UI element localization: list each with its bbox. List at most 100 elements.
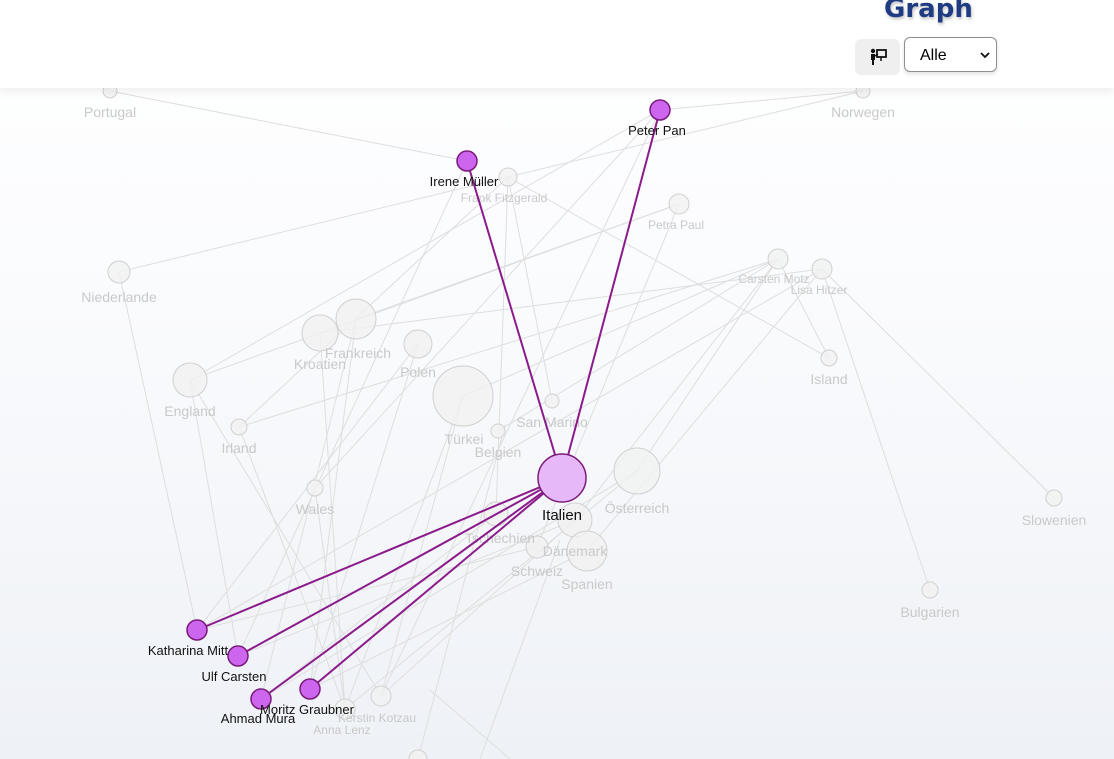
node-label-petra-paul: Petra Paul (648, 218, 704, 232)
node-label-anna-lenz: Anna Lenz (313, 723, 370, 737)
node-offscreen[interactable] (408, 749, 428, 759)
node-label-tschechien: Tschechien (465, 530, 535, 546)
node-ulf-carsten[interactable] (227, 645, 249, 667)
faded-edge-irene-mueller-ulf-carsten (237, 160, 468, 657)
node-carsten-motz[interactable] (767, 248, 789, 270)
node-polen[interactable] (403, 329, 433, 359)
node-lisa-hitzer[interactable] (811, 258, 833, 280)
node-label-ahmad-mura: Ahmad Mura (221, 711, 296, 726)
node-label-england: England (164, 403, 215, 419)
active-edge-peter-pan (561, 109, 661, 479)
active-edge-ulf-carsten (237, 477, 563, 657)
faded-edge-oesterreich-carsten-motz (636, 258, 779, 472)
node-label-italien: Italien (542, 507, 582, 524)
node-label-carsten-motz: Carsten Motz (738, 272, 809, 286)
faded-edge-frank-fitzgerald-san-marino (507, 176, 553, 402)
faded-edge-england-peter-pan (189, 109, 661, 381)
node-label-kroatien: Kroatien (294, 356, 346, 372)
faded-edge-irland-frank-fitzgerald (238, 176, 509, 428)
faded-edge-england-ulf-carsten (189, 379, 239, 657)
faded-edge-norwegen-peter-pan (659, 90, 864, 111)
header-bar: Graph Alle (0, 0, 1114, 88)
active-edge-irene-mueller (466, 160, 563, 479)
node-irene-mueller[interactable] (456, 150, 478, 172)
node-san-marino[interactable] (544, 393, 560, 409)
node-label-norwegen: Norwegen (831, 104, 895, 120)
node-tuerkei[interactable] (432, 365, 494, 427)
node-label-ulf-carsten: Ulf Carsten (201, 669, 266, 684)
faded-edge-lisa-hitzer-spanien (586, 268, 823, 552)
faded-nodes (102, 83, 1063, 759)
node-label-bulgarien: Bulgarien (900, 604, 959, 620)
faded-edge-lisa-hitzer-bulgarien (821, 268, 931, 591)
node-ahmad-mura[interactable] (250, 688, 272, 710)
node-label-kerstin-kotzau: Kerstin Kotzau (338, 711, 416, 725)
filter-select-value: Alle (920, 47, 947, 64)
node-label-irene-mueller: Irene Müller (430, 174, 499, 189)
faded-edge-carsten-motz-daenemark (574, 258, 779, 521)
faded-edge-wales-peter-pan (314, 109, 661, 489)
filter-select[interactable]: Alle (904, 37, 997, 72)
node-label-moritz-graubner: Moritz Graubner (260, 702, 355, 717)
faded-edge-lisa-hitzer-katharina-mitt (196, 268, 823, 631)
node-label-schweiz: Schweiz (511, 563, 563, 579)
node-label-slowenien: Slowenien (1022, 512, 1087, 528)
active-edge-ahmad-mura (260, 477, 563, 700)
node-label-san-marino: San Marino (516, 414, 588, 430)
node-island[interactable] (820, 349, 838, 367)
node-spanien[interactable] (566, 530, 608, 572)
node-schweiz[interactable] (525, 535, 549, 559)
filter-person-button[interactable] (855, 39, 900, 75)
node-peter-pan[interactable] (649, 99, 671, 121)
node-label-frank-fitzgerald: Frank Fitzgerald (461, 191, 548, 205)
faded-edge-carsten-motz-island (777, 258, 830, 359)
faded-edge-tuerkei-kerstin-kotzau (380, 395, 464, 697)
node-label-daenemark: Dänemark (543, 543, 609, 559)
person-board-icon (870, 48, 887, 65)
faded-edge (417, 424, 506, 759)
faded-edge-kroatien-lisa-hitzer (319, 268, 823, 334)
node-niederlande[interactable] (107, 260, 131, 284)
active-edge-katharina-mitt (196, 477, 563, 631)
node-frank-fitzgerald[interactable] (498, 167, 518, 187)
active-nodes (186, 99, 671, 710)
node-katharina-mitt[interactable] (186, 619, 208, 641)
node-irland[interactable] (230, 418, 248, 436)
node-label-wales: Wales (296, 501, 334, 517)
node-kerstin-kotzau[interactable] (370, 685, 392, 707)
node-anna-lenz[interactable] (334, 698, 356, 720)
node-italien[interactable] (537, 453, 587, 503)
node-oesterreich[interactable] (613, 447, 661, 495)
node-england[interactable] (172, 362, 208, 398)
page-title: Graph (884, 0, 973, 24)
node-petra-paul[interactable] (668, 193, 690, 215)
faded-edge-polen-moritz-graubner (309, 343, 419, 690)
node-kroatien[interactable] (301, 314, 339, 352)
node-frankreich[interactable] (335, 298, 377, 340)
node-label-polen: Polen (400, 364, 436, 380)
node-label-island: Island (810, 371, 847, 387)
node-bulgarien[interactable] (921, 581, 939, 599)
node-label-irland: Irland (221, 440, 256, 456)
faded-edge (479, 539, 561, 759)
node-label-peter-pan: Peter Pan (628, 123, 686, 138)
node-label-tuerkei: Türkei (445, 431, 484, 447)
node-wales[interactable] (306, 479, 324, 497)
faded-edge-irland-carsten-motz (238, 258, 779, 428)
node-label-belgien: Belgien (475, 444, 522, 460)
chevron-down-icon (980, 52, 990, 59)
node-label-spanien: Spanien (561, 576, 612, 592)
faded-edge-frank-fitzgerald-island (507, 176, 830, 359)
faded-edge-england-kerstin-kotzau (189, 379, 382, 697)
faded-edge-tschechien-ahmad-mura (260, 513, 497, 700)
node-label-katharina-mitt: Katharina Mitt (148, 643, 229, 658)
faded-edge-frankreich-moritz-graubner (309, 318, 357, 690)
node-slowenien[interactable] (1045, 489, 1063, 507)
faded-edge-tuerkei-anna-lenz (344, 395, 464, 710)
node-belgien[interactable] (490, 423, 506, 439)
node-moritz-graubner[interactable] (299, 678, 321, 700)
node-label-lisa-hitzer: Lisa Hitzer (791, 283, 848, 297)
